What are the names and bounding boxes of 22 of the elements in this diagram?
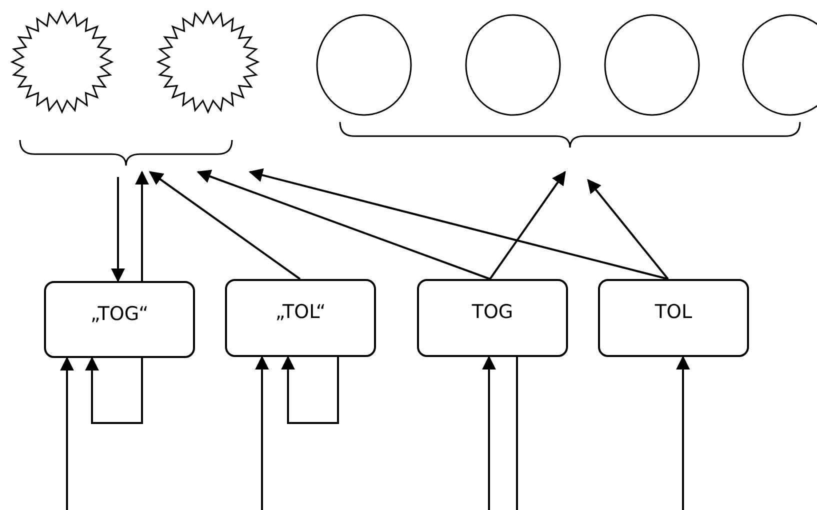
arrow (148, 171, 301, 280)
arrow (85, 356, 143, 424)
process-box (44, 281, 195, 358)
arrow (587, 178, 669, 280)
process-box (225, 279, 376, 357)
arrow (111, 177, 125, 282)
process-box (417, 279, 568, 357)
box-label: TOL (654, 301, 692, 323)
box-label: „TOL“ (275, 301, 326, 323)
process-box (598, 279, 749, 357)
arrow (60, 356, 74, 510)
arrow (676, 356, 690, 510)
arrow (281, 356, 339, 424)
arrow (135, 170, 149, 281)
box-label: TOG (472, 301, 514, 323)
arrow (482, 356, 496, 510)
arrow (196, 170, 490, 280)
line (516, 357, 518, 510)
arrow (255, 356, 269, 510)
arrow (248, 168, 668, 280)
box-label: „TOG“ (90, 303, 148, 325)
arrow (489, 170, 566, 280)
